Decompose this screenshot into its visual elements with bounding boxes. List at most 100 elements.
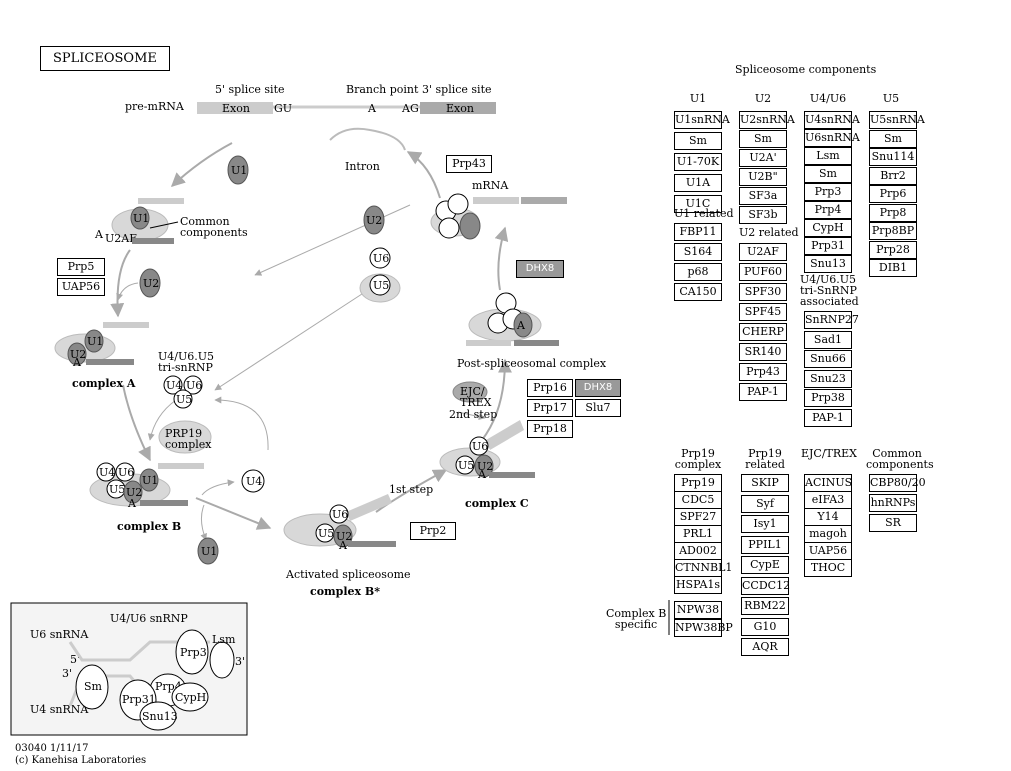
u1-top-node xyxy=(227,155,249,185)
u1-e-node xyxy=(130,206,150,230)
complexb-item[interactable]: NPW38 xyxy=(674,601,722,619)
u4u6-item[interactable]: Prp3 xyxy=(804,183,852,201)
prp19rel-item[interactable]: Isy1 xyxy=(741,515,789,533)
common-header: Common components xyxy=(866,447,934,471)
complexb-item[interactable]: NPW38BP xyxy=(674,619,733,637)
u6-b-label: U6 xyxy=(118,466,134,479)
common-item[interactable]: SR xyxy=(869,514,917,532)
box-prp5[interactable]: Prp5 xyxy=(57,258,105,276)
prp19rel-item[interactable]: CypE xyxy=(741,556,789,574)
u5-item[interactable]: U5snRNA xyxy=(869,111,925,129)
box-dhx8-top[interactable]: DHX8 xyxy=(516,260,564,278)
prp19-item[interactable]: CDC5 xyxy=(674,491,722,509)
u1-item[interactable]: U1C xyxy=(674,195,722,213)
u4u6-item[interactable]: Prp31 xyxy=(804,237,852,255)
u4u6-item[interactable]: Sm xyxy=(804,165,852,183)
u5-item[interactable]: Brr2 xyxy=(869,166,917,185)
prp19rel-item[interactable]: Syf xyxy=(741,494,789,513)
tri-item[interactable]: SnRNP27 xyxy=(804,311,859,329)
u2rel-item[interactable]: CHERP xyxy=(739,323,787,341)
u1rel-item[interactable]: CA150 xyxy=(674,283,722,301)
u4u6-item[interactable]: U6snRNA xyxy=(804,129,860,147)
prp19-item[interactable]: PRL1 xyxy=(674,525,722,543)
prp19rel-item[interactable]: CCDC12 xyxy=(741,576,790,595)
prp19rel-item[interactable]: AQR xyxy=(741,638,789,656)
u2-item[interactable]: U2A' xyxy=(739,149,787,167)
sm-label: Sm xyxy=(84,680,103,693)
u5-bstar-label: U5 xyxy=(318,527,334,540)
box-prp18[interactable]: Prp18 xyxy=(527,420,573,438)
prp19rel-item[interactable]: SKIP xyxy=(741,474,789,492)
u4u6-item[interactable]: Lsm xyxy=(804,147,852,165)
common-item[interactable]: hnRNPs xyxy=(869,494,917,512)
ejc-item[interactable]: THOC xyxy=(804,559,852,577)
u5-item[interactable]: Prp8 xyxy=(869,203,917,222)
prp19-item[interactable]: HSPA1s xyxy=(674,576,722,594)
tri-item[interactable]: Sad1 xyxy=(804,330,852,349)
u2rel-item[interactable]: SPF30 xyxy=(739,283,787,301)
box-prp17[interactable]: Prp17 xyxy=(527,399,573,417)
u1-top-label: U1 xyxy=(231,164,247,177)
prp19rel-item[interactable]: PPIL1 xyxy=(741,535,789,554)
prp19-item[interactable]: CTNNBL1 xyxy=(674,559,732,577)
u2rel-item[interactable]: SR140 xyxy=(739,343,787,361)
u1-e-label: U1 xyxy=(133,212,149,225)
u4u6-item[interactable]: CypH xyxy=(804,219,852,237)
ejc-item[interactable]: UAP56 xyxy=(804,542,852,560)
u5-item[interactable]: Prp6 xyxy=(869,185,917,203)
prp19rel-item[interactable]: RBM22 xyxy=(741,597,789,615)
tri-item[interactable]: Snu23 xyxy=(804,369,852,388)
u1rel-item[interactable]: p68 xyxy=(674,263,722,281)
box-slu7[interactable]: Slu7 xyxy=(575,399,621,417)
u4-released-node xyxy=(241,469,265,493)
ejc-item[interactable]: Y14 xyxy=(804,508,852,526)
u5-item[interactable]: Prp8BP xyxy=(869,222,917,240)
box-prp2[interactable]: Prp2 xyxy=(410,522,456,540)
u1-item[interactable]: U1-70K xyxy=(674,153,722,171)
u5-item[interactable]: Snu114 xyxy=(869,148,917,166)
u1rel-item[interactable]: FBP11 xyxy=(674,223,722,241)
ejc-item[interactable]: ACINUS xyxy=(804,474,852,492)
ejc-item[interactable]: magoh xyxy=(804,525,852,543)
u2-item[interactable]: U2B" xyxy=(739,168,787,186)
u1-item[interactable]: Sm xyxy=(674,132,722,150)
prp3-ring xyxy=(175,629,209,675)
box-prp43[interactable]: Prp43 xyxy=(446,155,492,173)
mrna-bar-left xyxy=(473,197,519,204)
u5-item[interactable]: Prp28 xyxy=(869,240,917,259)
u1-item[interactable]: U1snRNA xyxy=(674,111,730,129)
u1rel-item[interactable]: S164 xyxy=(674,243,722,261)
tri-item[interactable]: Snu66 xyxy=(804,350,852,368)
ejc-item[interactable]: eIFA3 xyxy=(804,491,852,509)
five-prime-label: 5' xyxy=(70,653,80,666)
box-uap56[interactable]: UAP56 xyxy=(57,278,105,296)
u4u6-item[interactable]: Snu13 xyxy=(804,255,852,273)
u1-item[interactable]: U1A xyxy=(674,174,722,192)
common-item[interactable]: CBP80/20 xyxy=(869,474,926,492)
three-splice-label: 3' splice site xyxy=(422,83,492,96)
prp19-item[interactable]: Prp19 xyxy=(674,474,722,492)
u2-item[interactable]: SF3b xyxy=(739,206,787,224)
prp19-item[interactable]: AD002 xyxy=(674,542,722,560)
u2rel-item[interactable]: PUF60 xyxy=(739,263,787,281)
ag-label: AG xyxy=(401,102,419,115)
box-dhx8-mid[interactable]: DHX8 xyxy=(575,379,621,397)
u5-item[interactable]: DIB1 xyxy=(869,259,917,277)
u2-item[interactable]: U2snRNA xyxy=(739,111,795,129)
u2rel-item[interactable]: Prp43 xyxy=(739,363,787,381)
box-prp16[interactable]: Prp16 xyxy=(527,379,573,397)
u2rel-item[interactable]: PAP-1 xyxy=(739,383,787,401)
u5-item[interactable]: Sm xyxy=(869,129,917,148)
u2-item[interactable]: SF3a xyxy=(739,187,787,205)
tri-snrnp-assoc-label: U4/U6.U5 tri-SnRNP associated xyxy=(800,273,859,308)
complex-c-label: complex C xyxy=(465,497,529,510)
u4u6-item[interactable]: Prp4 xyxy=(804,201,852,219)
prp19rel-item[interactable]: G10 xyxy=(741,617,789,636)
tri-item[interactable]: PAP-1 xyxy=(804,408,852,427)
u4u6-item[interactable]: U4snRNA xyxy=(804,111,860,129)
u2rel-item[interactable]: U2AF xyxy=(739,243,787,261)
u2rel-item[interactable]: SPF45 xyxy=(739,303,787,321)
u2-item[interactable]: Sm xyxy=(739,130,787,148)
prp19-item[interactable]: SPF27 xyxy=(674,508,722,526)
tri-item[interactable]: Prp38 xyxy=(804,389,852,407)
